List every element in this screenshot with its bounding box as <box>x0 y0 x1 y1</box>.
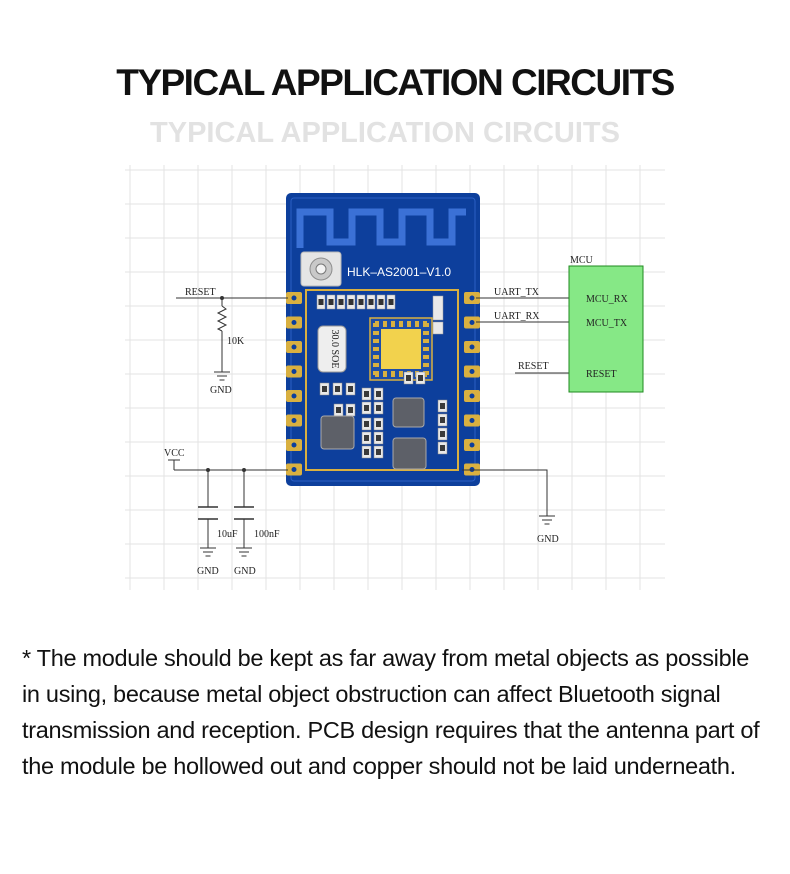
mcu-pin-tx: MCU_TX <box>586 318 628 329</box>
crystal-label: 30.0 SOE <box>329 330 340 369</box>
page-subtitle: TYPICAL APPLICATION CIRCUITS <box>150 117 620 149</box>
mcu-pin-reset: RESET <box>586 369 617 380</box>
gnd-cap2-label: GND <box>234 566 256 577</box>
module-board: 30.0 SOE <box>286 193 480 486</box>
component-row-top <box>316 294 444 335</box>
passive-components <box>319 371 448 459</box>
gnd-left-label: GND <box>210 385 232 396</box>
ground-symbols <box>200 371 555 557</box>
power-ic-1 <box>392 397 425 428</box>
cap1-label: 10uF <box>217 529 238 540</box>
gnd-right-label: GND <box>537 534 559 545</box>
schematic-wires <box>173 297 569 548</box>
reset-left-label: RESET <box>185 287 216 298</box>
mcu-block <box>568 265 644 393</box>
capacitor-symbols <box>198 506 254 520</box>
mcu-title: MCU <box>570 255 594 266</box>
page-title: TYPICAL APPLICATION CIRCUITS <box>116 62 675 103</box>
gnd-cap1-label: GND <box>197 566 219 577</box>
antenna-trace <box>296 208 466 248</box>
resistor-label: 10K <box>227 336 245 347</box>
vcc-label: VCC <box>164 448 185 459</box>
reset-right-label: RESET <box>518 361 549 372</box>
mcu-pin-rx: MCU_RX <box>586 294 628 305</box>
design-note: * The module should be kept as far away … <box>22 645 760 779</box>
cap2-label: 100nF <box>254 529 280 540</box>
uart-rx-label: UART_RX <box>494 311 540 322</box>
crystal <box>317 325 347 373</box>
uart-tx-label: UART_TX <box>494 287 540 298</box>
power-ic-2 <box>320 415 355 450</box>
power-ic-3 <box>392 437 427 470</box>
module-label: HLK–AS2001–V1.0 <box>347 265 451 279</box>
left-pads <box>286 292 302 476</box>
junction-dots <box>206 296 246 472</box>
